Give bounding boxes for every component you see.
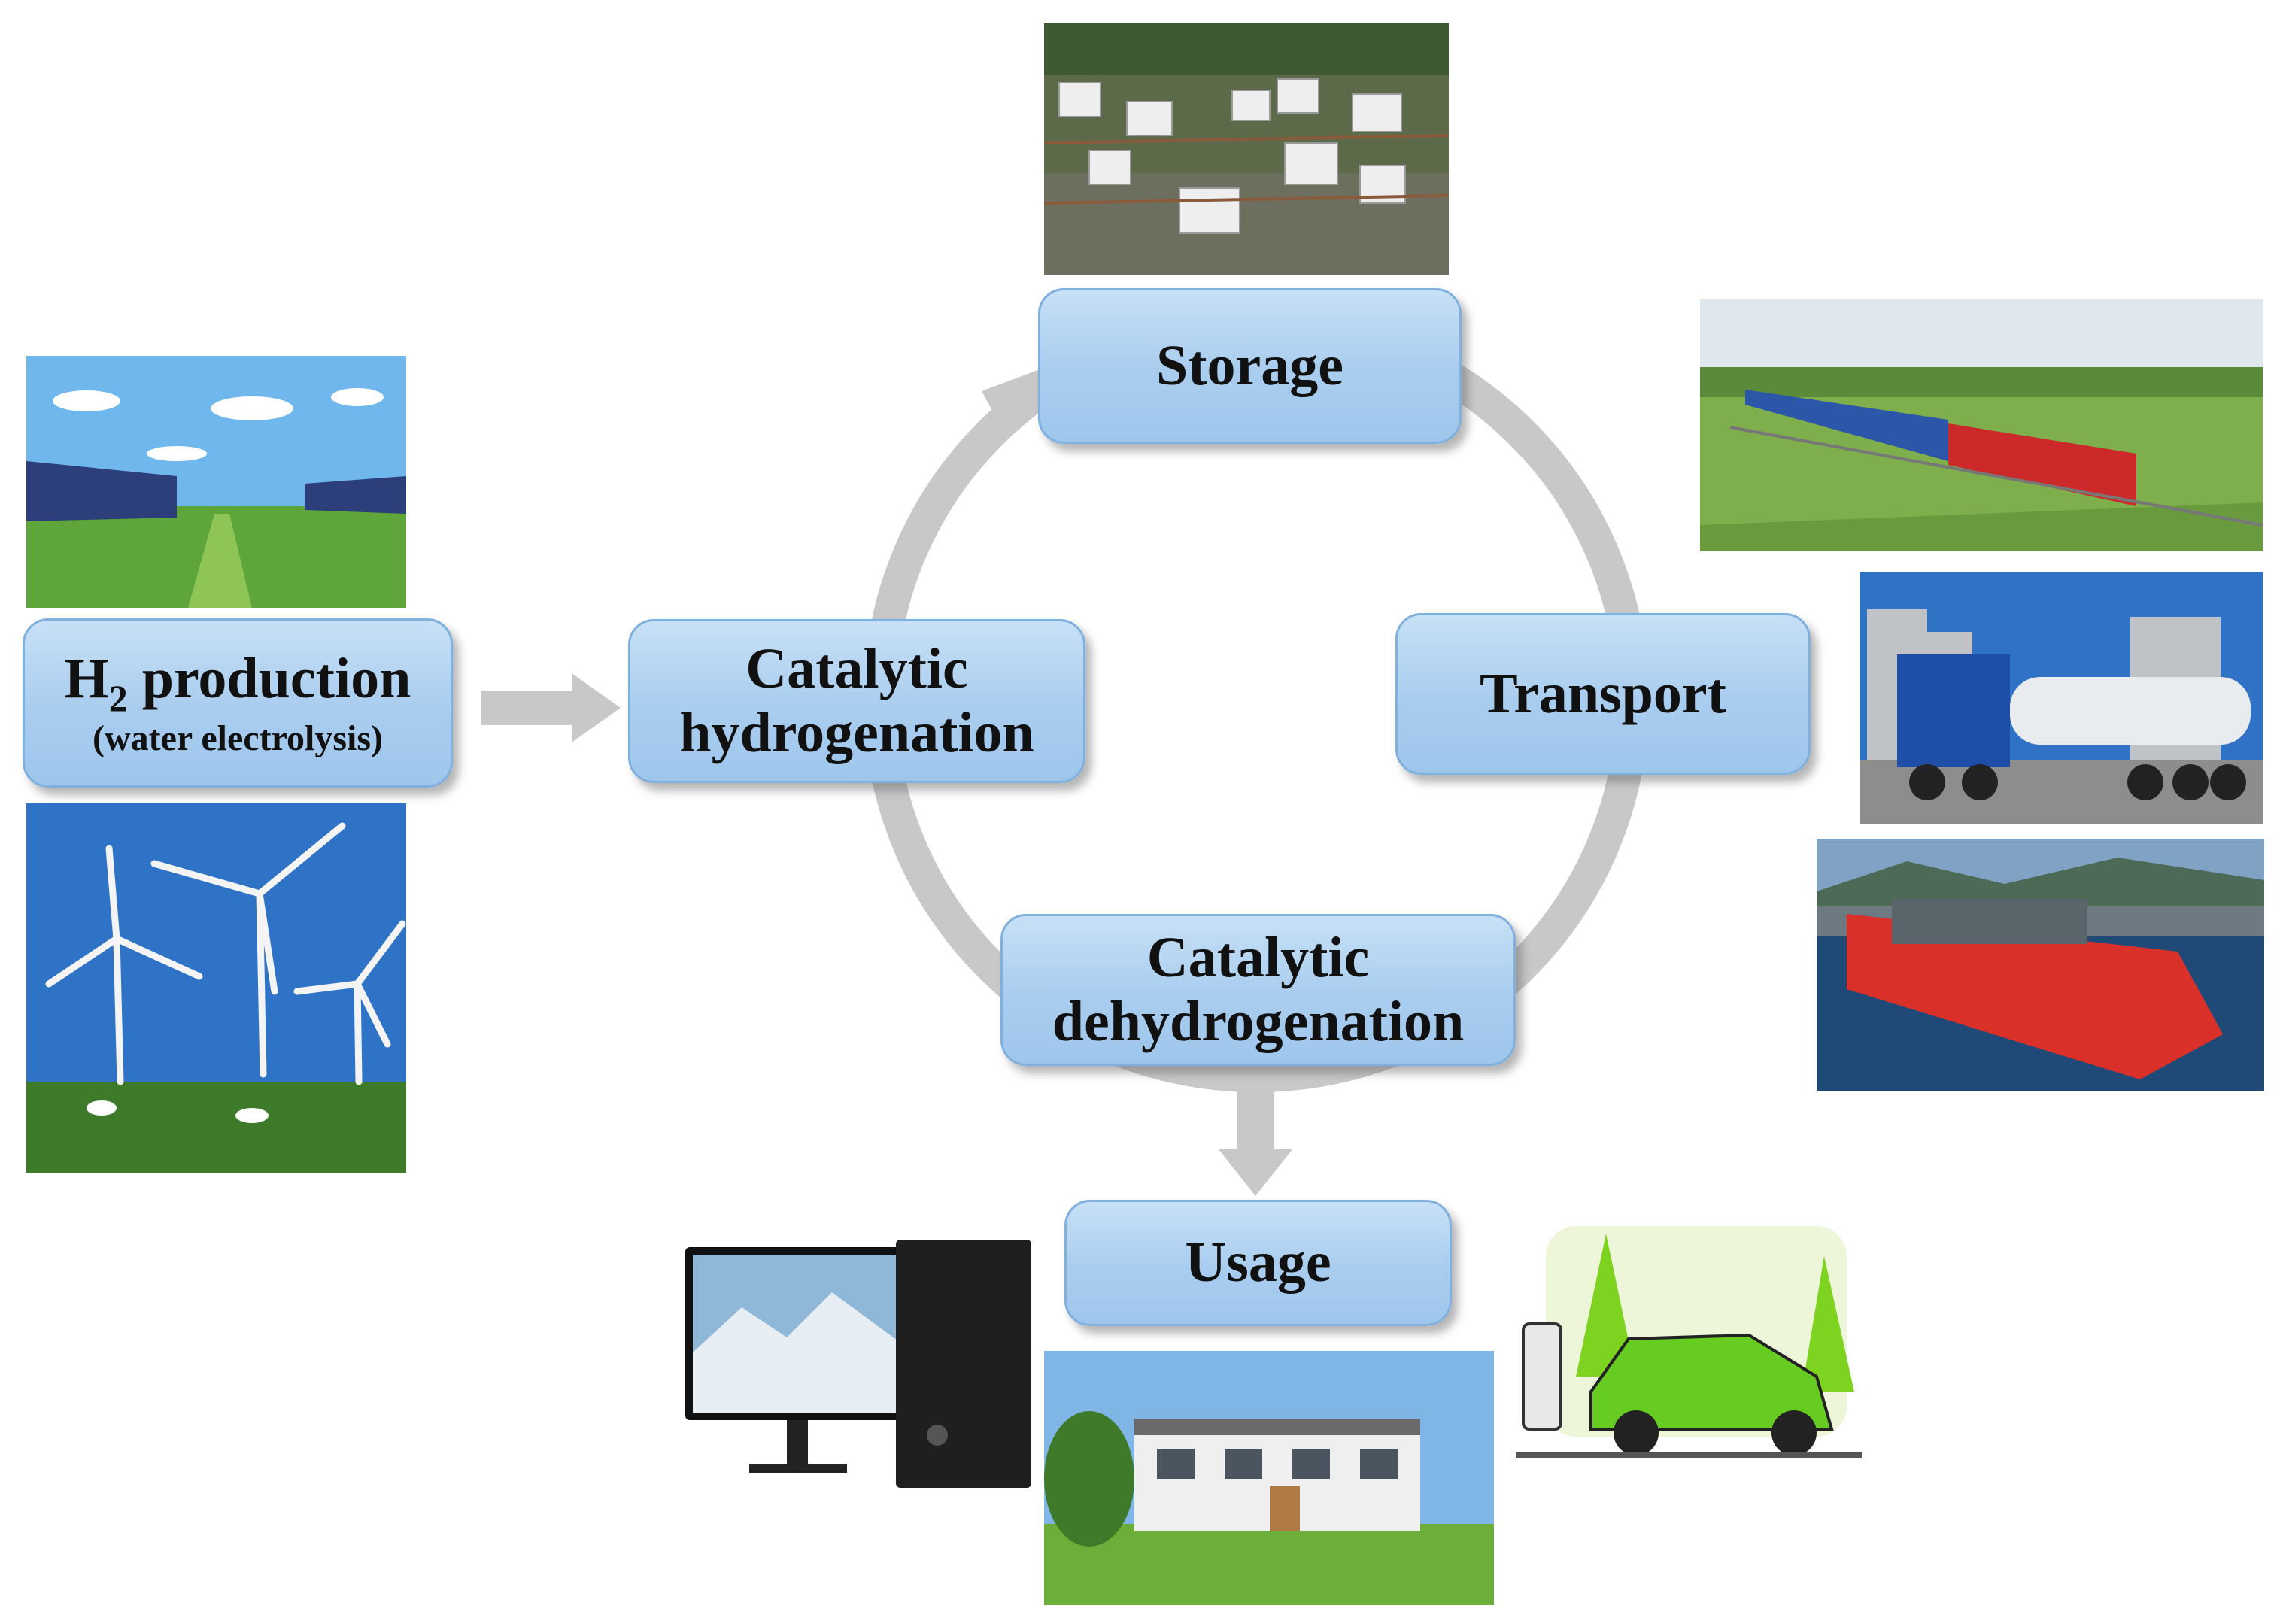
transport-label: Transport: [1480, 661, 1726, 725]
storage-tanks-photo: [1044, 23, 1449, 275]
production-suffix: production: [127, 647, 411, 711]
production-arrow: [481, 673, 621, 742]
storage-label: Storage: [1155, 333, 1344, 397]
desktop-computer-picture: [682, 1240, 1035, 1494]
electric-car-picture: [1501, 1211, 1877, 1482]
hydrogenation-label-2: hydrogenation: [679, 701, 1034, 764]
tanker-ship-photo: [1817, 839, 2264, 1091]
usage-arrow: [1219, 1076, 1292, 1196]
usage-node: Usage: [1064, 1200, 1452, 1326]
wind-turbines-photo: [26, 803, 406, 1173]
hydrogenation-label-1: Catalytic: [745, 636, 968, 700]
production-prefix: H: [64, 647, 109, 711]
dehydrogenation-node: Catalytic dehydrogenation: [1000, 914, 1516, 1066]
production-subscript: 2: [108, 677, 128, 720]
ring-arrowhead: [982, 367, 1046, 436]
hydrogenation-node: Catalytic hydrogenation: [628, 619, 1085, 783]
production-label: H2 production: [64, 647, 411, 719]
houses-photo: [1044, 1351, 1494, 1605]
production-note: (water electrolysis): [92, 718, 384, 759]
storage-node: Storage: [1038, 288, 1462, 444]
transport-node: Transport: [1395, 613, 1811, 775]
usage-label: Usage: [1185, 1231, 1331, 1295]
freight-train-photo: [1700, 299, 2263, 551]
dehydrogenation-label-1: Catalytic: [1146, 925, 1370, 989]
dehydrogenation-label-2: dehydrogenation: [1052, 990, 1465, 1053]
solar-panels-photo: [26, 356, 406, 608]
production-node: H2 production (water electrolysis): [23, 618, 453, 788]
tanker-truck-photo: [1860, 572, 2263, 824]
